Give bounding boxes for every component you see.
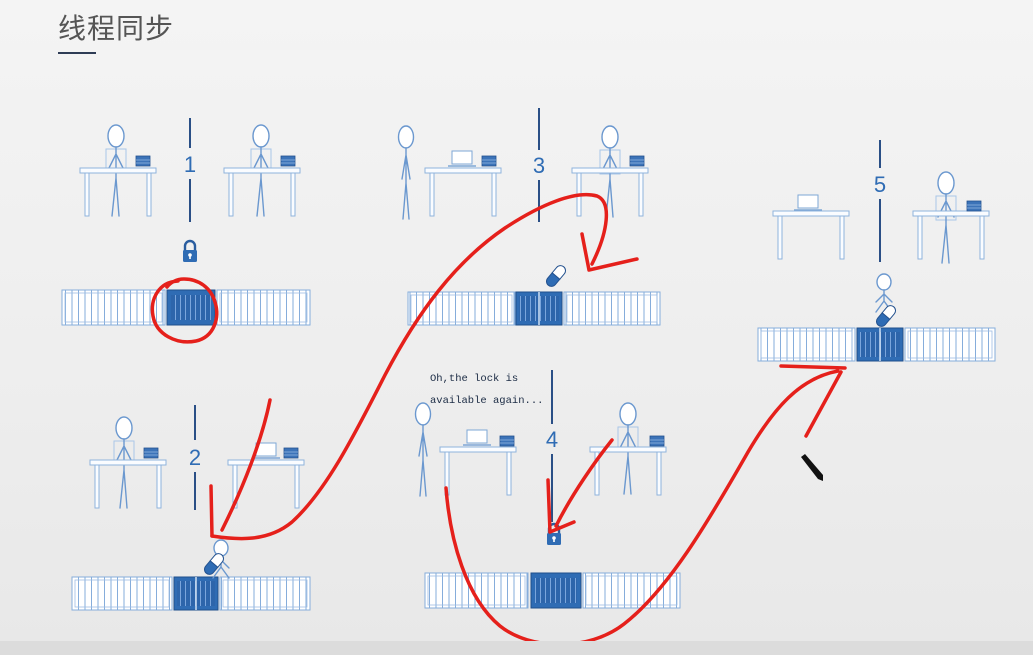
callout-line-1: Oh,the lock is	[430, 373, 518, 385]
bar-segment	[424, 572, 529, 609]
scene-5: 5	[757, 140, 996, 362]
monitor-icon	[283, 447, 299, 459]
key-icon	[201, 551, 227, 577]
monitor-icon	[649, 435, 665, 447]
bridge-bar	[407, 291, 661, 326]
red-arrow-to-scene-4-lock	[554, 438, 614, 528]
scene-1: 1	[61, 118, 311, 344]
monitor-icon	[143, 447, 159, 459]
bar-segment	[757, 327, 856, 362]
monitor-icon	[481, 155, 497, 167]
scene-2: 2	[71, 405, 311, 611]
person-seated	[935, 171, 957, 264]
scene-number: 1	[184, 152, 196, 177]
bar-segment	[216, 289, 311, 326]
bar-segment	[61, 289, 166, 326]
callout-line-2: available again...	[430, 395, 543, 407]
laptop-icon	[447, 150, 477, 167]
red-arrow-to-scene-2	[220, 398, 272, 532]
desk	[912, 210, 990, 260]
red-arrowhead	[779, 364, 847, 438]
red-curve-scene-4-to-5	[444, 369, 840, 647]
monitor-icon	[966, 200, 982, 212]
desk	[439, 446, 517, 496]
scene-number: 5	[874, 172, 886, 197]
bridge-bar	[71, 576, 311, 611]
red-arrowhead	[580, 232, 639, 272]
key-icon	[873, 303, 899, 329]
pen-cursor-icon	[801, 454, 823, 481]
desk	[227, 459, 305, 509]
bar-segment	[582, 572, 681, 609]
padlock-icon	[181, 239, 199, 264]
bridge-bar	[757, 327, 996, 362]
monitor-icon	[629, 155, 645, 167]
red-arrowhead	[546, 478, 576, 534]
red-curve-scene-2-to-3	[210, 192, 609, 541]
bar-segment	[71, 576, 173, 611]
slide-title: 线程同步	[58, 12, 175, 45]
bridge-bar	[424, 572, 681, 609]
scene-number: 2	[189, 445, 201, 470]
bar-segment	[904, 327, 996, 362]
red-circle-annotation	[150, 277, 219, 344]
red-annotations	[209, 192, 847, 647]
monitor-icon	[280, 155, 296, 167]
key-icon	[543, 263, 569, 289]
title-underline	[58, 52, 96, 54]
laptop-icon	[462, 429, 492, 446]
bottom-band	[0, 641, 1033, 655]
person-standing	[414, 402, 432, 497]
monitor-icon	[135, 155, 151, 167]
monitor-icon	[499, 435, 515, 447]
bar-segment	[219, 576, 311, 611]
person-standing	[397, 125, 415, 220]
desk	[89, 459, 167, 509]
scene-4: Oh,the lock is available again... 4	[414, 370, 681, 609]
bridge-bar	[61, 289, 311, 326]
laptop-icon	[793, 194, 823, 211]
desk	[424, 167, 502, 217]
scene-number: 4	[546, 427, 558, 452]
red-arrowhead	[209, 484, 214, 538]
bar-segment	[563, 291, 661, 326]
desk	[772, 210, 850, 260]
scene-number: 3	[533, 153, 545, 178]
